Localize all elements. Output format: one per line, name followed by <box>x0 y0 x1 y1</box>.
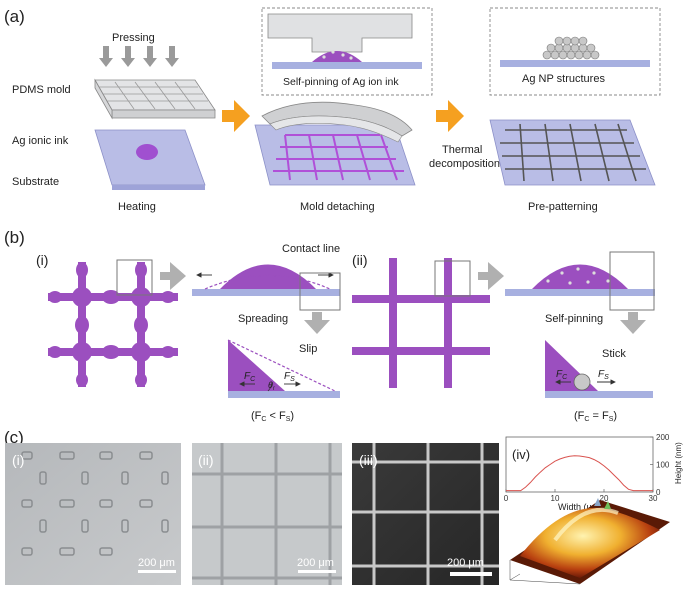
x-tick-label: 0 <box>504 494 509 503</box>
afm-3d-image <box>509 498 670 585</box>
y-tick-label: 200 <box>656 433 670 442</box>
panel-b-i-label: (i) <box>36 252 48 268</box>
chart-iv-label: (iv) <box>512 447 530 462</box>
y-tick-label: 100 <box>656 461 670 470</box>
pressing-label: Pressing <box>112 32 155 44</box>
inequality-label: (FC < FS) <box>251 410 294 423</box>
x-tick-label: 20 <box>600 494 609 503</box>
substrate-label: Substrate <box>12 176 59 188</box>
micrograph-i-label: (i) <box>12 452 24 468</box>
ag-ionic-ink-label: Ag ionic ink <box>12 135 69 147</box>
fs-label-i: FS <box>284 371 295 383</box>
slip-label: Slip <box>299 343 317 355</box>
ag-np-box <box>489 7 661 96</box>
gray-arrow-i <box>160 262 186 290</box>
mold-detaching <box>254 101 416 186</box>
sem-iii-label: (iii) <box>359 452 378 468</box>
scale-ii: 200 μm <box>297 557 334 569</box>
height-axis-label: Height (nm) <box>674 442 683 484</box>
ink-drop <box>136 144 158 160</box>
beaded-grid <box>48 262 178 387</box>
equality-label: (FC = FS) <box>574 410 617 423</box>
heating-label: Heating <box>118 201 156 213</box>
profile-line <box>506 455 653 492</box>
decomposition-label: decomposition <box>429 158 500 170</box>
panel-c-label: (c) <box>4 428 24 447</box>
orange-arrow-1 <box>222 100 250 132</box>
micrograph-ii <box>192 443 342 585</box>
pressing-arrows <box>99 46 179 67</box>
x-tick-label: 30 <box>649 494 658 503</box>
sem-iii <box>352 443 499 585</box>
gray-down-arrow-i <box>304 312 330 334</box>
fc-label-i: FC <box>244 371 256 383</box>
pdms-mold <box>94 78 216 120</box>
panel-b-ii-label: (ii) <box>352 252 368 268</box>
self-pinning-label: Self-pinning of Ag ion ink <box>283 76 399 88</box>
x-tick-label: 10 <box>551 494 560 503</box>
y-tick-label: 0 <box>656 488 661 497</box>
fc-label-ii: FC <box>556 369 568 381</box>
mold-detaching-label: Mold detaching <box>300 201 375 213</box>
pre-patterning-label: Pre-patterning <box>528 201 598 213</box>
micrograph-ii-label: (ii) <box>198 452 214 468</box>
stick-wedge <box>545 340 653 398</box>
contact-line-label: Contact line <box>282 243 340 255</box>
spreading-label: Spreading <box>238 313 288 325</box>
zoom-box-i <box>116 259 153 296</box>
gray-down-arrow-ii <box>620 312 646 334</box>
scale-i: 200 μm <box>138 557 175 569</box>
thermal-label: Thermal <box>442 144 482 156</box>
straight-grid <box>352 258 490 388</box>
zoom-box-ii <box>434 260 471 297</box>
ag-np-label: Ag NP structures <box>522 73 605 85</box>
self-pinning-drop <box>505 251 655 311</box>
width-axis-label: Width (μm) <box>558 502 602 512</box>
mold-press-detail <box>267 13 422 69</box>
stick-label: Stick <box>602 348 626 360</box>
orange-arrow-2 <box>436 100 464 132</box>
scale-iii: 200 μm <box>447 557 484 569</box>
spreading-drop <box>192 264 341 311</box>
panel-a-label: (a) <box>4 7 25 26</box>
micrograph-i <box>5 443 181 585</box>
gray-arrow-ii <box>478 262 504 290</box>
slip-wedge <box>227 339 340 398</box>
pre-patterning-grid <box>489 119 656 186</box>
chart-frame <box>505 436 654 493</box>
pdms-mold-label: PDMS mold <box>12 84 71 96</box>
panel-b-label: (b) <box>4 228 25 247</box>
substrate-a1 <box>94 129 206 190</box>
self-pinning-b-label: Self-pinning <box>545 313 603 325</box>
theta-label: θr <box>268 380 276 392</box>
self-pinning-box <box>261 7 433 96</box>
fs-label-ii: FS <box>598 369 609 381</box>
ag-np-structure <box>500 36 650 67</box>
